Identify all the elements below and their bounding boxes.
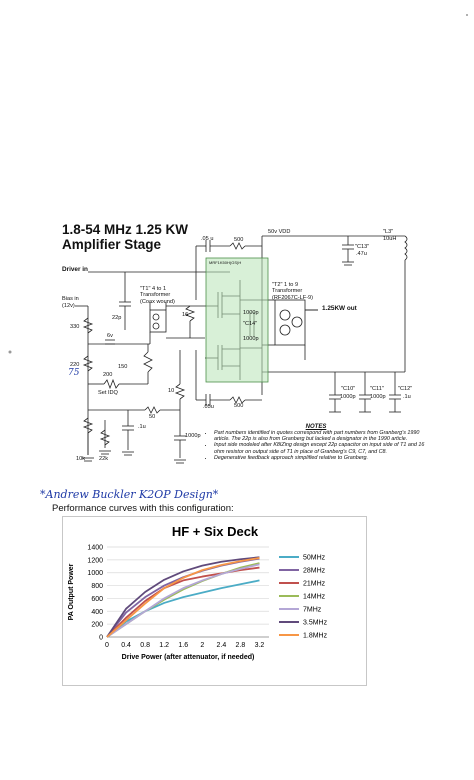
- chart-title: HF + Six Deck: [172, 524, 259, 539]
- t1-line2: Transformer: [140, 292, 171, 299]
- resistor-10-label: 10: [168, 388, 175, 394]
- resistor-500-top-label: 500: [234, 237, 244, 243]
- bias-volts-label: (12v): [62, 303, 75, 309]
- x-axis-label: Drive Power (after attenuator, if needed…: [122, 654, 255, 661]
- node-6v-label: 6v: [107, 333, 113, 339]
- y-tick-label: 0: [99, 635, 103, 642]
- set-idq-label: Set IDQ: [98, 390, 118, 396]
- resistor-10k-label: 10k: [76, 456, 86, 462]
- designer-signature: *Andrew Buckler K2OP Design*: [40, 488, 219, 501]
- y-tick-label: 600: [91, 596, 103, 603]
- legend-label: 1.8MHz: [303, 633, 328, 640]
- x-tick-label: 0.8: [140, 642, 150, 649]
- series-line-3.5MHz: [106, 556, 260, 638]
- legend-label: 3.5MHz: [303, 620, 328, 627]
- legend-label: 28MHz: [303, 568, 326, 575]
- legend-label: 21MHz: [303, 581, 326, 588]
- x-tick-label: 1.6: [178, 642, 188, 649]
- notes-title: NOTES: [305, 424, 327, 430]
- resistor-22k-label: 22k: [99, 456, 109, 462]
- resistor-150-label: 150: [118, 364, 128, 370]
- performance-caption: Performance curves with this configurati…: [52, 503, 234, 514]
- x-tick-label: 0.4: [121, 642, 131, 649]
- y-tick-label: 200: [91, 622, 103, 629]
- t1-line3: (Coax wound): [140, 298, 175, 305]
- legend-label: 50MHz: [303, 555, 326, 562]
- cap-c11-label: "C11": [370, 386, 384, 392]
- cap-22p-label: 22p: [112, 315, 122, 321]
- cap-05u-bottom-label: .05u: [203, 404, 214, 410]
- y-tick-label: 400: [91, 609, 103, 616]
- chart-frame: HF + Six Deck 0 200 400 600 800 1000 1200 1400 0 0…: [62, 516, 367, 686]
- series-line-7MHz: [106, 563, 260, 638]
- t2-line2: Transformer: [272, 288, 303, 295]
- series-line-50MHz: [106, 579, 260, 638]
- y-axis-label: PA Output Power: [68, 563, 75, 620]
- output-label: 1.25KW out: [322, 305, 357, 312]
- cap-c11-value: 1000p: [370, 394, 386, 400]
- x-tick-label: 1.2: [159, 642, 169, 649]
- t1-label: "T1" 4 to 1 Transformer (Coax wound): [140, 286, 175, 305]
- cap-c13-label: "C13": [355, 244, 370, 250]
- schematic-title-line2: Amplifier Stage: [62, 237, 162, 252]
- series-line-14MHz: [106, 562, 260, 638]
- schematic-drawing: [8, 14, 468, 464]
- handwritten-mark: 75: [68, 368, 80, 378]
- cap-c10-label: "C10": [341, 386, 356, 392]
- cap-1000p-bottom-label: 1000p: [185, 433, 201, 439]
- note-item: Input side modeled after K8IZing design …: [214, 442, 427, 454]
- vdd-label: 50v VDD: [268, 229, 291, 235]
- cap-c12-value: .1u: [403, 394, 411, 400]
- x-tick-label: 2.4: [216, 642, 226, 649]
- inductor-l3-value: 10uH: [383, 236, 397, 242]
- t2-line1: "T2" 1 to 9: [272, 282, 299, 288]
- x-tick-label: 0: [105, 642, 109, 649]
- bias-in-label: Bias in: [62, 296, 79, 302]
- resistor-220-label: 220: [70, 362, 80, 368]
- performance-chart: HF + Six Deck 0 200 400 600 800 1000 1200 1400 0 0…: [68, 524, 328, 661]
- x-tick-label: 2.8: [236, 642, 246, 649]
- resistor-16-label: 16: [182, 312, 189, 318]
- mosfet-part-label: MRF1K50H(GS)H: [209, 260, 242, 265]
- resistor-50-label: 50: [149, 414, 156, 420]
- t1-line1: "T1" 4 to 1: [140, 286, 167, 292]
- cap-c12-label: "C12": [398, 386, 413, 392]
- schematic-title: 1.8-54 MHz 1.25 KW Amplifier Stage: [62, 222, 188, 252]
- legend-label: 7MHz: [303, 607, 322, 614]
- resistor-330-label: 330: [70, 324, 80, 330]
- note-item: Part numbers identified in quotes corres…: [214, 430, 427, 442]
- resistor-500-bottom-label: 500: [234, 403, 244, 409]
- x-tick-label: 2: [200, 642, 204, 649]
- x-tick-label: 3.2: [255, 642, 265, 649]
- y-tick-label: 800: [91, 583, 103, 590]
- t2-label: "T2" 1 to 9 Transformer (RF2067C-LF-9): [272, 282, 313, 301]
- cap-1000p-b-label: 1000p: [243, 336, 259, 342]
- y-tick-label: 1400: [87, 545, 103, 552]
- driver-in-label: Driver in: [62, 266, 88, 273]
- y-tick-label: 1200: [87, 557, 103, 564]
- y-tick-label: 1000: [87, 570, 103, 577]
- cap-c13-value: .47u: [356, 251, 367, 257]
- inductor-l3-label: "L3": [383, 229, 394, 235]
- cap-c14-label: "C14": [243, 321, 258, 327]
- series-line-1.8MHz: [106, 557, 260, 638]
- note-item: Degenerative feedback approach simplifie…: [214, 455, 427, 461]
- cap-05u-top-label: .05 u: [201, 236, 214, 242]
- cap-c10-value: 1000p: [340, 394, 356, 400]
- schematic-title-line1: 1.8-54 MHz 1.25 KW: [62, 222, 189, 237]
- notes-block: NOTES Part numbers identified in quotes …: [205, 424, 427, 461]
- cap-1000p-a-label: 1000p: [243, 310, 259, 316]
- cap-1u-label: .1u: [138, 424, 146, 430]
- legend-label: 14MHz: [303, 594, 326, 601]
- pot-200-label: 200: [103, 372, 113, 378]
- t2-line3: (RF2067C-LF-9): [272, 294, 314, 301]
